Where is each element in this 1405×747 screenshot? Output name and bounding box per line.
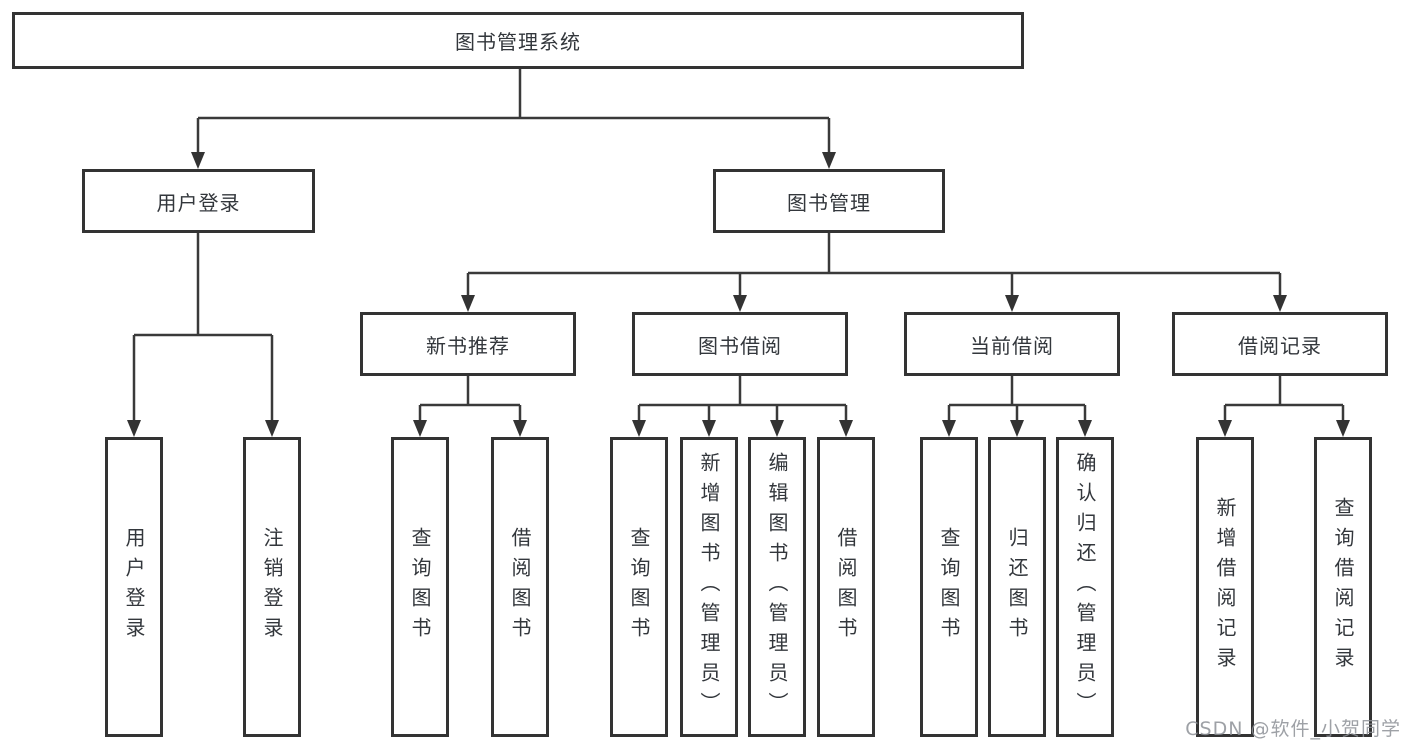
leaf-query-borrow-record: 查询借阅记录: [1314, 437, 1372, 737]
node-book-borrowing: 图书借阅: [632, 312, 848, 376]
node-user-login: 用户登录: [82, 169, 315, 233]
leaf-user-login-label: 用户登录: [122, 527, 146, 647]
node-book-borrowing-label: 图书借阅: [698, 333, 782, 358]
leaf-query-books-current: 查询图书: [920, 437, 978, 737]
leaf-logout: 注销登录: [243, 437, 301, 737]
leaf-query-borrow-record-label: 查询借阅记录: [1331, 497, 1355, 677]
node-borrow-records-label: 借阅记录: [1238, 333, 1322, 358]
leaf-query-books-borrowing: 查询图书: [610, 437, 668, 737]
csdn-watermark: CSDN @软件_小贺同学: [1185, 718, 1401, 740]
leaf-query-books-recommend-label: 查询图书: [408, 527, 432, 647]
node-current-borrowing-label: 当前借阅: [970, 333, 1054, 358]
leaf-add-books-admin-label: 新增图书（管理员）: [697, 452, 721, 722]
leaf-confirm-return-admin-label: 确认归还（管理员）: [1073, 452, 1097, 722]
leaf-edit-books-admin-label: 编辑图书（管理员）: [765, 452, 789, 722]
node-root: 图书管理系统: [12, 12, 1024, 69]
node-root-label: 图书管理系统: [455, 30, 581, 54]
leaf-borrow-books-borrowing: 借阅图书: [817, 437, 875, 737]
leaf-return-books-label: 归还图书: [1005, 527, 1029, 647]
leaf-query-books-recommend: 查询图书: [391, 437, 449, 737]
node-new-book-recommend: 新书推荐: [360, 312, 576, 376]
leaf-borrow-books-recommend: 借阅图书: [491, 437, 549, 737]
leaf-user-login: 用户登录: [105, 437, 163, 737]
leaf-confirm-return-admin: 确认归还（管理员）: [1056, 437, 1114, 737]
leaf-query-books-borrowing-label: 查询图书: [627, 527, 651, 647]
node-current-borrowing: 当前借阅: [904, 312, 1120, 376]
leaf-add-borrow-record-label: 新增借阅记录: [1213, 497, 1237, 677]
leaf-query-books-current-label: 查询图书: [937, 527, 961, 647]
leaf-edit-books-admin: 编辑图书（管理员）: [748, 437, 806, 737]
leaf-borrow-books-recommend-label: 借阅图书: [508, 527, 532, 647]
node-new-book-recommend-label: 新书推荐: [426, 333, 510, 358]
node-book-management-label: 图书管理: [787, 190, 871, 215]
leaf-return-books: 归还图书: [988, 437, 1046, 737]
node-user-login-label: 用户登录: [156, 190, 241, 215]
leaf-add-borrow-record: 新增借阅记录: [1196, 437, 1254, 737]
leaf-borrow-books-borrowing-label: 借阅图书: [834, 527, 858, 647]
leaf-add-books-admin: 新增图书（管理员）: [680, 437, 738, 737]
node-book-management: 图书管理: [713, 169, 945, 233]
leaf-logout-label: 注销登录: [260, 527, 284, 647]
node-borrow-records: 借阅记录: [1172, 312, 1388, 376]
